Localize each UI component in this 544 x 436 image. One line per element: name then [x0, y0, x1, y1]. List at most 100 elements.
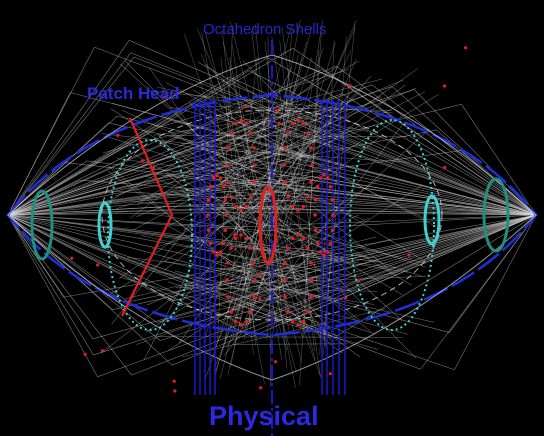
mesh-line [153, 109, 327, 136]
red-point [313, 197, 318, 202]
mesh-line [229, 76, 537, 216]
mesh-line [224, 122, 405, 356]
red-point [310, 163, 314, 167]
mesh-line [174, 270, 409, 335]
red-point [244, 236, 249, 241]
red-point [290, 204, 295, 209]
red-point [252, 260, 256, 265]
mesh-line [201, 148, 410, 163]
red-point [286, 195, 290, 199]
mesh-line [127, 150, 295, 241]
mesh-line [192, 89, 304, 152]
red-point [244, 121, 249, 126]
mesh-line [172, 134, 351, 214]
red-point [229, 310, 233, 314]
mesh-line [127, 256, 325, 283]
mesh-line [7, 135, 343, 216]
mesh-line [335, 65, 537, 216]
red-point [223, 197, 228, 202]
patch-head-marker [121, 117, 174, 317]
mesh-line [205, 64, 310, 158]
mesh-line [233, 261, 344, 283]
mesh-line [243, 42, 336, 340]
red-point [70, 256, 74, 260]
mesh-line [257, 119, 537, 216]
red-point [306, 246, 310, 250]
mesh-line [237, 245, 409, 273]
mesh-line [299, 31, 322, 386]
red-point [286, 246, 290, 250]
red-point [218, 176, 223, 180]
red-point [282, 278, 286, 282]
red-point [259, 386, 263, 390]
mesh-line [199, 209, 427, 264]
mesh-line [151, 193, 304, 250]
red-point [313, 213, 317, 217]
mesh-line [70, 92, 537, 216]
mesh-line [230, 20, 301, 368]
mesh-line [7, 152, 290, 216]
mesh-line [279, 40, 315, 352]
mesh-line [371, 84, 537, 216]
mesh-line [102, 78, 383, 154]
mesh-line [7, 214, 421, 370]
mesh-line [115, 127, 354, 210]
red-point [318, 250, 323, 254]
mesh-line [214, 50, 352, 350]
red-point [239, 233, 243, 237]
mesh-line [122, 109, 332, 207]
red-point [208, 241, 213, 246]
mesh-line [295, 205, 537, 216]
red-point [328, 241, 333, 246]
red-point [310, 278, 314, 282]
red-point [443, 165, 447, 170]
mesh-line [7, 52, 132, 216]
red-point [286, 310, 290, 314]
red-point [296, 118, 300, 122]
red-point [315, 241, 320, 246]
red-point [309, 145, 313, 150]
mesh-line [7, 89, 415, 216]
mesh-line [184, 148, 412, 286]
red-point [249, 131, 253, 135]
red-point [244, 319, 249, 324]
red-point [315, 184, 320, 189]
mesh-line [378, 214, 537, 263]
red-point [306, 131, 310, 135]
red-point [301, 236, 306, 241]
mesh-line [124, 214, 537, 304]
mesh-line [136, 124, 376, 217]
mesh-line [151, 270, 374, 305]
mesh-line [449, 214, 537, 333]
mesh-line [260, 180, 537, 216]
mesh-line [169, 106, 363, 153]
mesh-line [269, 119, 537, 216]
red-point [252, 145, 256, 150]
ring [482, 177, 510, 253]
red-point [206, 213, 210, 217]
red-point [309, 260, 313, 265]
mesh-line [233, 132, 328, 164]
red-point [283, 295, 287, 300]
mesh-line [7, 65, 337, 216]
mesh-line [244, 214, 537, 326]
red-point [140, 159, 144, 163]
mesh-line [303, 49, 320, 339]
mesh-line [7, 176, 314, 216]
mesh-line [145, 175, 426, 268]
mesh-line [94, 46, 537, 216]
mesh-line [7, 214, 286, 323]
red-point [223, 228, 228, 233]
physical-label: Physical [209, 401, 319, 431]
red-point [283, 145, 287, 150]
red-point [224, 213, 228, 217]
red-point [95, 263, 100, 267]
mesh-line [7, 205, 178, 216]
mesh-line [93, 214, 537, 356]
red-point [229, 195, 233, 199]
red-point [116, 133, 120, 138]
mesh-line [195, 161, 537, 216]
mesh-line [7, 189, 307, 216]
mesh-line [7, 56, 135, 216]
mesh-line [7, 47, 95, 216]
